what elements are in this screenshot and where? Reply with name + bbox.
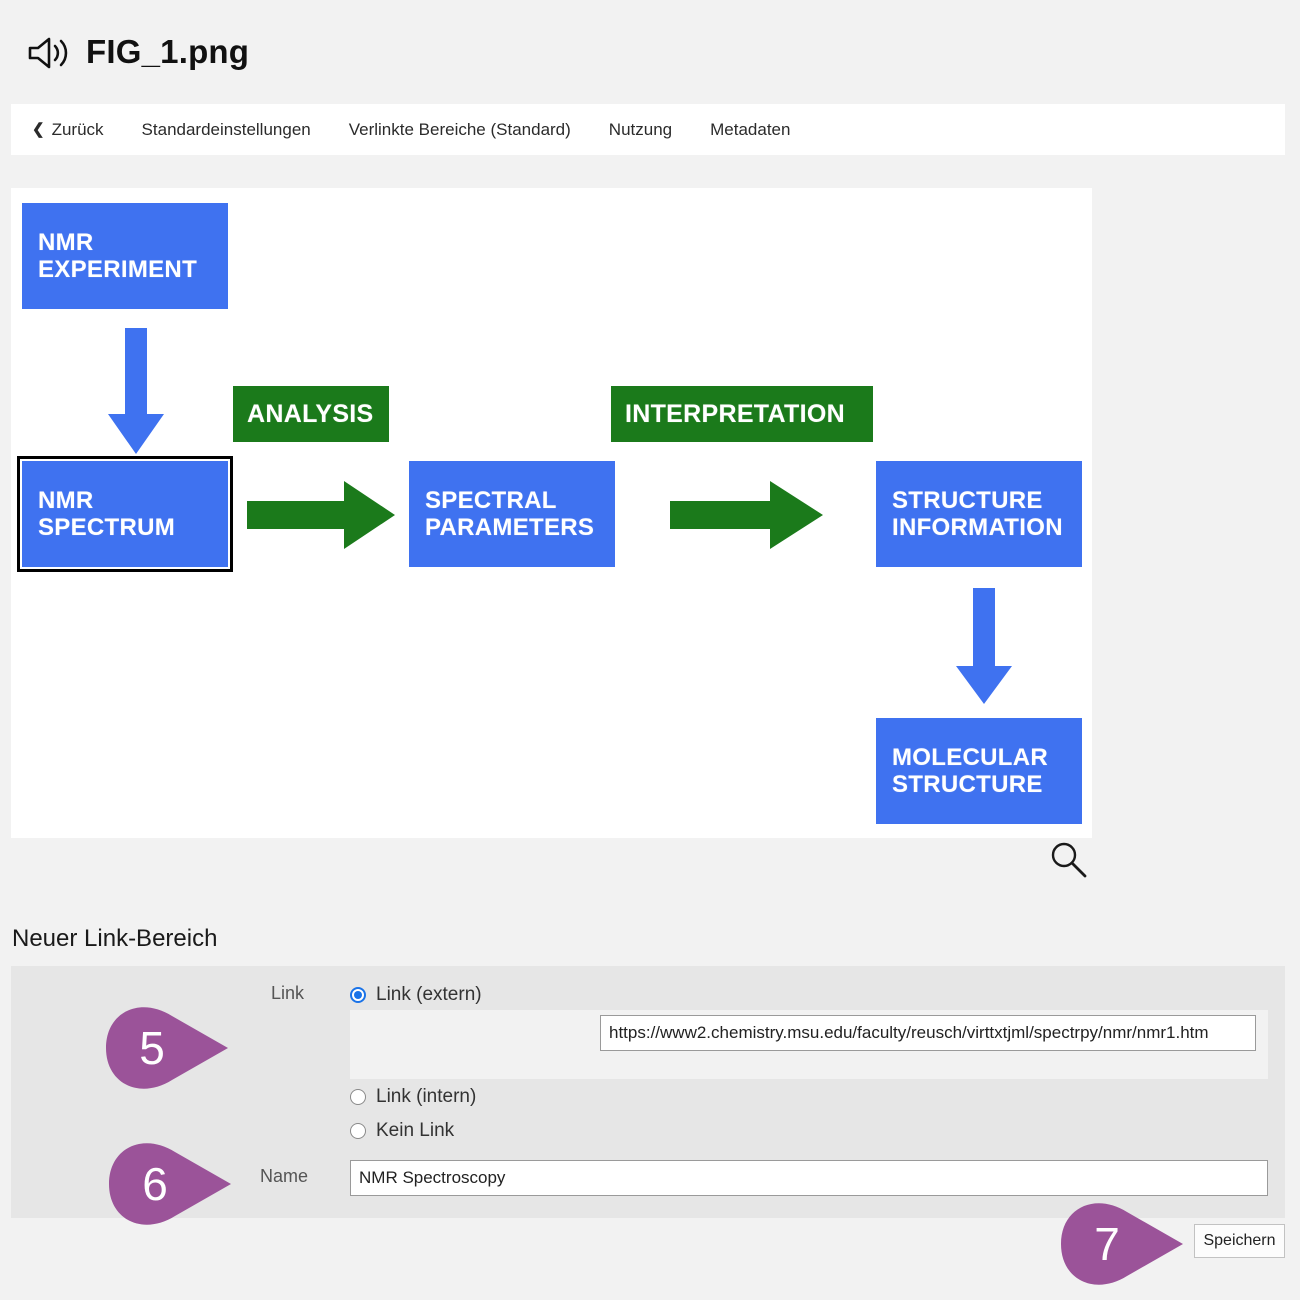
name-field-label: Name — [260, 1166, 309, 1186]
name-input[interactable]: NMR Spectroscopy — [350, 1160, 1268, 1196]
diagram-box-interpretation[interactable]: INTERPRETATION — [611, 386, 873, 442]
image-preview-panel[interactable]: NMR EXPERIMENT NMR SPECTRUM ANALYSIS SPE… — [11, 188, 1092, 838]
radio-label: Link (extern) — [376, 984, 482, 1005]
arrow-parameters-to-structure — [670, 476, 825, 554]
section-title: Neuer Link-Bereich — [12, 925, 218, 952]
tab-nutzung[interactable]: Nutzung — [608, 119, 673, 139]
nav-back-label: Zurück — [51, 119, 104, 139]
diagram-box-molecular-structure[interactable]: MOLECULAR STRUCTURE — [876, 718, 1082, 824]
radio-kein-link[interactable]: Kein Link — [350, 1120, 454, 1142]
radio-button-icon[interactable] — [350, 1089, 366, 1105]
diagram-box-label: MOLECULAR STRUCTURE — [892, 743, 1049, 798]
callout-marker-7: 7 — [1055, 1200, 1185, 1288]
nav-back-button[interactable]: ❮ Zurück — [32, 120, 104, 140]
callout-marker-6: 6 — [103, 1140, 233, 1228]
diagram-box-label: NMR EXPERIMENT — [38, 228, 198, 283]
diagram-box-label: INTERPRETATION — [625, 399, 845, 428]
link-field-label: Link — [271, 983, 305, 1003]
radio-link-intern[interactable]: Link (intern) — [350, 1086, 476, 1108]
title-bar: FIG_1.png — [0, 0, 1300, 104]
arrow-experiment-to-spectrum — [101, 328, 171, 458]
radio-button-icon[interactable] — [350, 1123, 366, 1139]
chevron-left-icon: ❮ — [32, 120, 45, 138]
tab-metadaten[interactable]: Metadaten — [710, 119, 791, 139]
diagram-box-label: ANALYSIS — [247, 399, 374, 428]
diagram-box-spectral-parameters[interactable]: SPECTRAL PARAMETERS — [409, 461, 615, 567]
secondary-nav: ❮ Zurück Standardeinstellungen Verlinkte… — [11, 104, 1285, 155]
save-button[interactable]: Speichern — [1194, 1224, 1285, 1258]
diagram-box-analysis[interactable]: ANALYSIS — [233, 386, 389, 442]
page-title: FIG_1.png — [86, 33, 250, 70]
tab-standardeinstellungen[interactable]: Standardeinstellungen — [141, 119, 311, 139]
diagram-box-label: STRUCTURE INFORMATION — [892, 486, 1063, 541]
new-link-area-form: Link Link (extern) https://www2.chemistr… — [11, 966, 1285, 1218]
radio-button-icon[interactable] — [350, 987, 366, 1003]
speaker-icon — [26, 33, 70, 73]
diagram-box-label: SPECTRAL PARAMETERS — [425, 486, 595, 541]
arrow-structure-to-molecular — [949, 588, 1019, 708]
diagram-box-structure-information[interactable]: STRUCTURE INFORMATION — [876, 461, 1082, 567]
radio-link-extern[interactable]: Link (extern) — [350, 984, 482, 1006]
tab-verlinkte-bereiche[interactable]: Verlinkte Bereiche (Standard) — [348, 119, 571, 139]
arrow-spectrum-to-parameters — [247, 476, 397, 554]
diagram-box-nmr-spectrum[interactable]: NMR SPECTRUM — [17, 456, 233, 572]
diagram-box-label: NMR SPECTRUM — [38, 486, 176, 541]
callout-marker-5: 5 — [100, 1004, 230, 1092]
magnifier-icon[interactable] — [1049, 840, 1089, 880]
radio-label: Kein Link — [376, 1120, 455, 1141]
url-input[interactable]: https://www2.chemistry.msu.edu/faculty/r… — [600, 1015, 1256, 1051]
radio-label: Link (intern) — [376, 1086, 477, 1107]
diagram-box-nmr-experiment[interactable]: NMR EXPERIMENT — [22, 203, 228, 309]
